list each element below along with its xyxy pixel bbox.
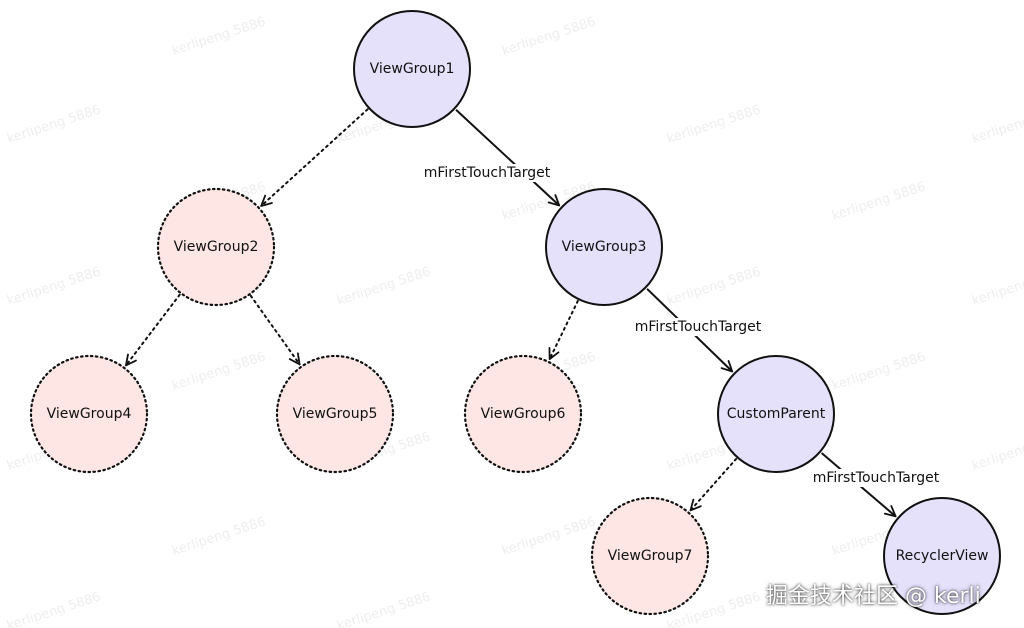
node-label-vg4: ViewGroup4 <box>47 406 132 422</box>
edge-vg1-to-vg3 <box>455 109 561 207</box>
watermark-text: kerlipeng 5886 <box>170 514 267 558</box>
node-label-rv: RecyclerView <box>896 548 989 564</box>
watermark-text: kerlipeng 5886 <box>665 264 762 308</box>
node-vg3: ViewGroup3 <box>545 188 663 306</box>
node-vg1: ViewGroup1 <box>353 10 471 128</box>
edge-vg1-to-vg2 <box>260 108 369 207</box>
node-vg7: ViewGroup7 <box>590 496 710 616</box>
watermark-text: kerlipeng 5886 <box>5 102 102 146</box>
watermark-text: kerlipeng 5886 <box>500 514 597 558</box>
node-vg6: ViewGroup6 <box>463 354 583 474</box>
watermark-text: kerlipeng 5886 <box>665 102 762 146</box>
node-circle-vg7 <box>590 496 710 616</box>
watermark-text: kerlipeng 5886 <box>500 14 597 58</box>
edge-vg3-to-vg6 <box>548 299 579 361</box>
watermark-text: kerlipeng 5886 <box>970 264 1024 308</box>
site-credit: 掘金技术社区 @ kerli <box>766 584 981 609</box>
watermark-text: kerlipeng 5886 <box>830 179 927 223</box>
edge-label-vg3-to-cp: mFirstTouchTarget <box>635 319 762 335</box>
node-circle-rv <box>883 497 1001 615</box>
node-label-vg7: ViewGroup7 <box>608 548 693 564</box>
watermark-text: kerlipeng 5886 <box>5 589 102 628</box>
edge-label-vg1-to-vg3: mFirstTouchTarget <box>424 165 551 181</box>
edge-label-background <box>631 318 765 336</box>
node-vg2: ViewGroup2 <box>156 187 276 307</box>
node-vg5: ViewGroup5 <box>275 354 395 474</box>
watermark-text: kerlipeng 5886 <box>5 264 102 308</box>
watermark-text: kerlipeng 5886 <box>335 264 432 308</box>
edge-vg2-to-vg4 <box>124 293 181 367</box>
node-label-vg1: ViewGroup1 <box>370 61 455 77</box>
node-cp: CustomParent <box>717 355 835 473</box>
edge-label-cp-to-rv: mFirstTouchTarget <box>813 470 940 486</box>
edge-cp-to-vg7 <box>689 457 738 512</box>
node-circle-vg1 <box>353 10 471 128</box>
node-rv: RecyclerView <box>883 497 1001 615</box>
watermark-text: kerlipeng 5886 <box>170 14 267 58</box>
node-circle-vg6 <box>463 354 583 474</box>
node-circle-cp <box>717 355 835 473</box>
edge-layer: mFirstTouchTarget mFirstTouchTarget mFirst… <box>124 108 943 518</box>
node-circle-vg3 <box>545 188 663 306</box>
edge-vg2-to-vg5 <box>249 294 301 366</box>
node-label-vg3: ViewGroup3 <box>562 239 647 255</box>
node-circle-vg5 <box>275 354 395 474</box>
watermark-layer: kerlipeng 5886 kerlipeng 5886 kerlipeng 58… <box>5 14 1024 628</box>
watermark-text: kerlipeng 5886 <box>335 589 432 628</box>
watermark-text: kerlipeng 5886 <box>170 349 267 393</box>
node-circle-vg2 <box>156 187 276 307</box>
watermark-text: kerlipeng 5886 <box>830 349 927 393</box>
edge-label-background <box>809 469 943 487</box>
edge-label-background <box>420 164 554 182</box>
node-vg4: ViewGroup4 <box>29 354 149 474</box>
node-label-vg2: ViewGroup2 <box>174 239 259 255</box>
watermark-text: kerlipeng 5886 <box>970 429 1024 473</box>
node-label-vg6: ViewGroup6 <box>481 406 566 422</box>
node-label-vg5: ViewGroup5 <box>293 406 378 422</box>
node-circle-vg4 <box>29 354 149 474</box>
node-label-cp: CustomParent <box>727 406 826 422</box>
watermark-text: kerlipeng 5886 <box>970 102 1024 146</box>
